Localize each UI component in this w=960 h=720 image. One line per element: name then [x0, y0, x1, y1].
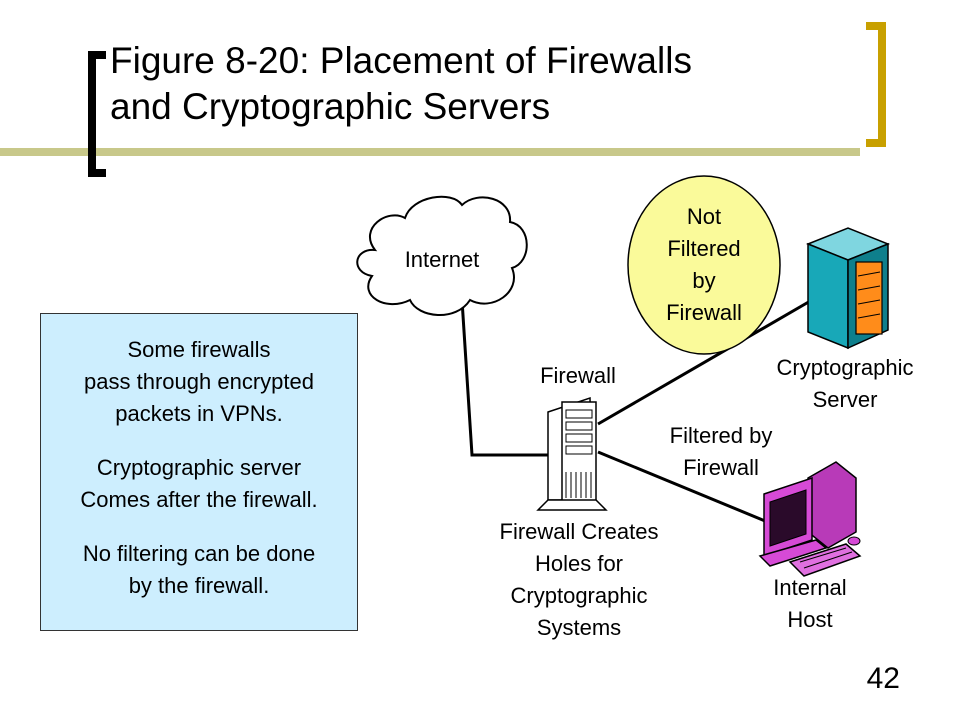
title-line-2: and Cryptographic Servers: [110, 86, 551, 127]
internet-label: Internet: [382, 244, 502, 276]
internet-label-text: Internet: [404, 247, 480, 272]
firewall-label-text: Firewall: [540, 363, 616, 388]
firewall-to-server-line: [597, 298, 813, 426]
note-line: packets in VPNs.: [115, 401, 283, 426]
filtered-label: Filtered by Firewall: [646, 420, 796, 484]
page-title: Figure 8-20: Placement of Firewalls and …: [110, 38, 810, 130]
not-filtered-bubble: [627, 175, 781, 355]
note-paragraph-3: No filtering can be done by the firewall…: [41, 538, 357, 602]
label-line: Host: [787, 607, 833, 632]
label-line: by: [692, 268, 716, 293]
label-line: Cryptographic: [510, 583, 648, 608]
cloud-icon: [356, 195, 528, 316]
label-line: Internal: [773, 575, 847, 600]
firewall-label: Firewall: [518, 360, 638, 392]
not-filtered-label: Not Filtered by Firewall: [644, 201, 764, 329]
firewall-to-host-line: [597, 450, 771, 525]
firewall-holes-label: Firewall Creates Holes for Cryptographic…: [474, 516, 684, 644]
right-bracket: [866, 22, 886, 147]
note-paragraph-1: Some firewalls pass through encrypted pa…: [41, 334, 357, 430]
note-line: Comes after the firewall.: [80, 487, 318, 512]
label-line: Server: [812, 387, 878, 412]
server-icon: [805, 227, 891, 350]
note-line: Cryptographic server: [96, 455, 302, 480]
note-line: by the firewall.: [128, 573, 270, 598]
label-line: Firewall: [666, 300, 742, 325]
computer-icon: [758, 461, 862, 577]
label-line: Cryptographic: [776, 355, 914, 380]
note-line: Some firewalls: [127, 337, 271, 362]
label-line: Systems: [536, 615, 622, 640]
left-bracket: [88, 51, 106, 177]
crypto-server-label: Cryptographic Server: [750, 352, 940, 416]
note-paragraph-2: Cryptographic server Comes after the fir…: [41, 452, 357, 516]
firewall-tower-icon: [536, 396, 608, 511]
label-line: Firewall: [683, 455, 759, 480]
internet-to-firewall-line: [460, 299, 560, 457]
slide-number: 42: [866, 662, 900, 695]
title-line-1: Figure 8-20: Placement of Firewalls: [110, 40, 692, 81]
note-line: No filtering can be done: [82, 541, 316, 566]
internal-host-label: Internal Host: [745, 572, 875, 636]
note-line: pass through encrypted: [84, 369, 314, 394]
label-line: Filtered by: [669, 423, 773, 448]
note-box: Some firewalls pass through encrypted pa…: [40, 313, 358, 631]
label-line: Filtered: [667, 236, 741, 261]
title-accent-bar: [0, 148, 860, 156]
label-line: Holes for: [534, 551, 624, 576]
label-line: Firewall Creates: [499, 519, 659, 544]
label-line: Not: [686, 204, 722, 229]
